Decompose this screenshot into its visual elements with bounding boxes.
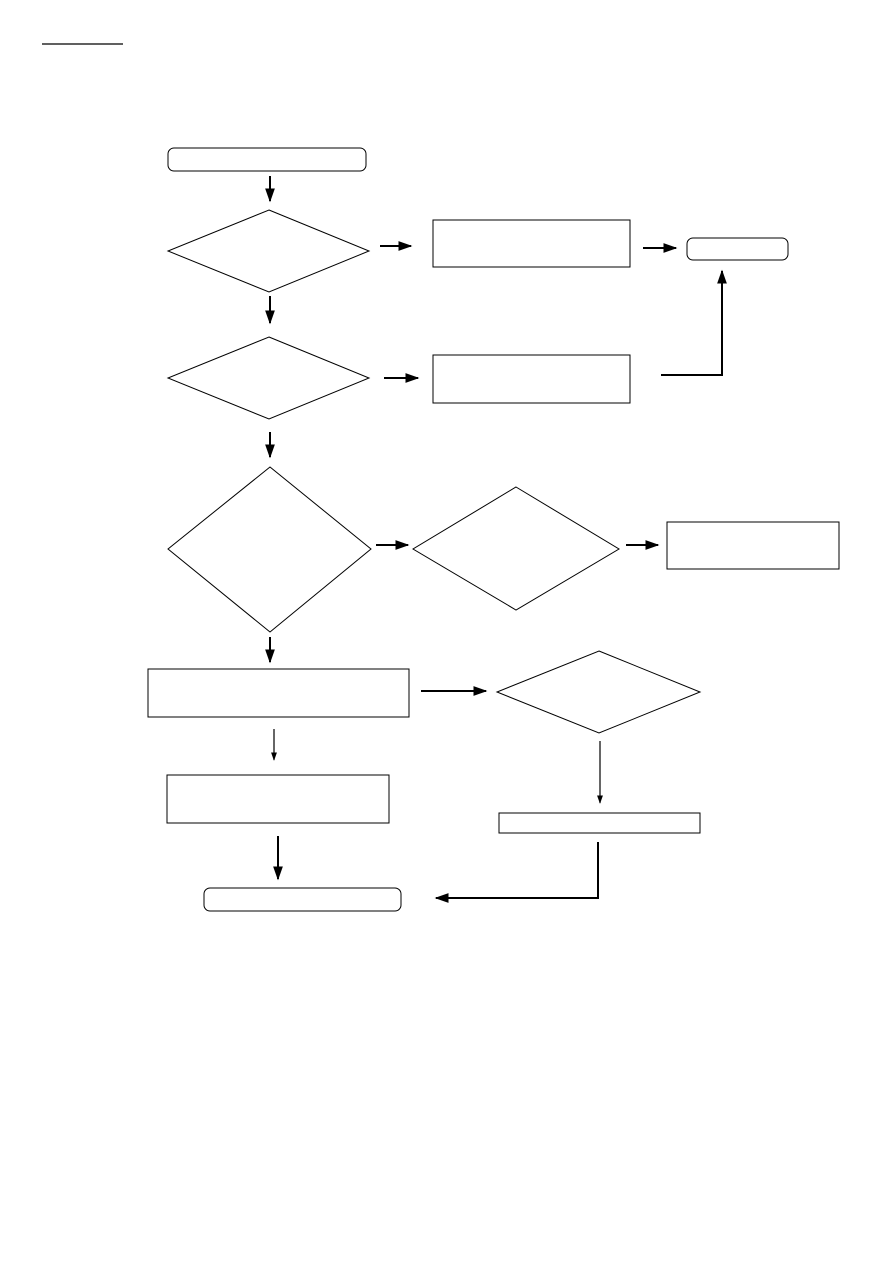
node-start — [167, 147, 367, 172]
node-process-1 — [432, 219, 631, 268]
node-process-2 — [432, 354, 631, 404]
node-end-right — [686, 237, 789, 261]
arrow-process-2-to-end-right — [661, 269, 727, 376]
node-process-3 — [666, 521, 840, 570]
arrow-process-6-to-end-bottom — [434, 842, 599, 903]
node-decision-2 — [166, 336, 371, 420]
node-decision-4 — [412, 486, 620, 611]
node-end-bottom — [203, 887, 402, 912]
node-process-4 — [147, 668, 410, 718]
node-process-6 — [498, 812, 701, 834]
node-process-5 — [166, 774, 390, 824]
node-decision-3 — [167, 466, 372, 633]
node-decision-1 — [166, 209, 371, 293]
node-decision-5 — [495, 650, 702, 734]
